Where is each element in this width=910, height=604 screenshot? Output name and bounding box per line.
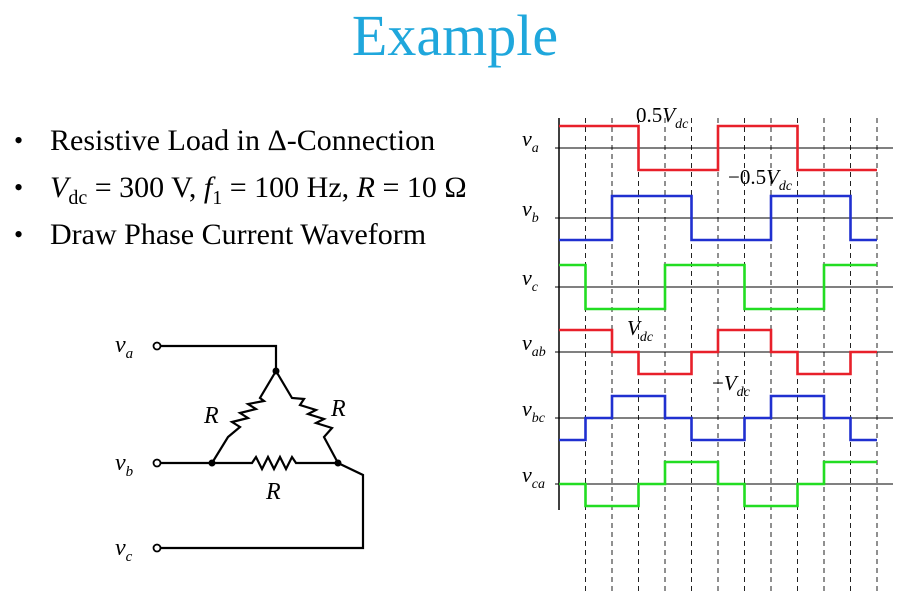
resistor-label-ab: R — [203, 403, 219, 429]
resistor-bc — [212, 454, 338, 472]
terminal-a — [152, 341, 162, 351]
trace-label-vb: vb — [522, 196, 539, 226]
annotation-neg-half: −0.5Vdc — [728, 165, 793, 194]
bullet-list: Resistive Load in Δ-Connection Vdc = 300… — [14, 122, 467, 263]
circuit-labels: va vb vc R R R — [115, 332, 346, 565]
terminal-label-b: vb — [115, 450, 134, 480]
wire-c — [161, 462, 365, 550]
delta-circuit — [161, 344, 365, 550]
waveform-annotations: 0.5Vdc −0.5Vdc Vdc −Vdc — [627, 103, 793, 400]
resistor-label-ac: R — [330, 396, 346, 422]
node-left — [208, 459, 216, 467]
resistor-label-bc: R — [265, 479, 281, 505]
node-dots — [208, 367, 342, 467]
waveform-vb — [559, 194, 877, 242]
trace-label-vca: vca — [522, 462, 545, 492]
annotation-pos-half: 0.5Vdc — [636, 103, 689, 132]
trace-baselines — [555, 147, 893, 485]
terminal-label-c: vc — [115, 535, 133, 565]
waveform-panel: va vb vc vab vbc vca 0.5Vdc −0.5Vdc Vdc −Vdc — [522, 103, 893, 595]
terminal-b — [152, 458, 162, 468]
trace-labels: va vb vc vab vbc vca — [522, 126, 546, 492]
bullet-load-type: Resistive Load in Δ-Connection — [14, 122, 467, 169]
terminal-c — [152, 543, 162, 553]
trace-label-vc: vc — [522, 265, 539, 295]
timing-gridlines — [585, 118, 878, 595]
bullet-task: Draw Phase Current Waveform — [14, 216, 467, 263]
terminal-label-a: va — [115, 332, 133, 362]
bullet-parameters: Vdc = 300 V, f1 = 100 Hz, R = 10 Ω — [14, 169, 467, 216]
waveform-vab — [559, 328, 877, 376]
node-right — [334, 459, 342, 467]
waveform-vc — [559, 263, 877, 311]
waveform-vbc — [559, 394, 877, 442]
annotation-pos-full: Vdc — [627, 316, 654, 345]
trace-label-vab: vab — [522, 330, 546, 360]
annotation-neg-full: −Vdc — [712, 371, 751, 400]
resistor-ac — [275, 370, 339, 464]
waveform-vca — [559, 460, 877, 508]
trace-label-va: va — [522, 126, 539, 156]
wire-a — [161, 344, 278, 371]
resistor-ab — [211, 370, 277, 464]
trace-label-vbc: vbc — [522, 396, 546, 426]
terminal-circles — [152, 341, 162, 553]
node-top — [272, 367, 280, 375]
slide-title: Example — [351, 3, 559, 68]
waveform-traces — [559, 124, 877, 508]
waveform-va — [559, 124, 877, 172]
